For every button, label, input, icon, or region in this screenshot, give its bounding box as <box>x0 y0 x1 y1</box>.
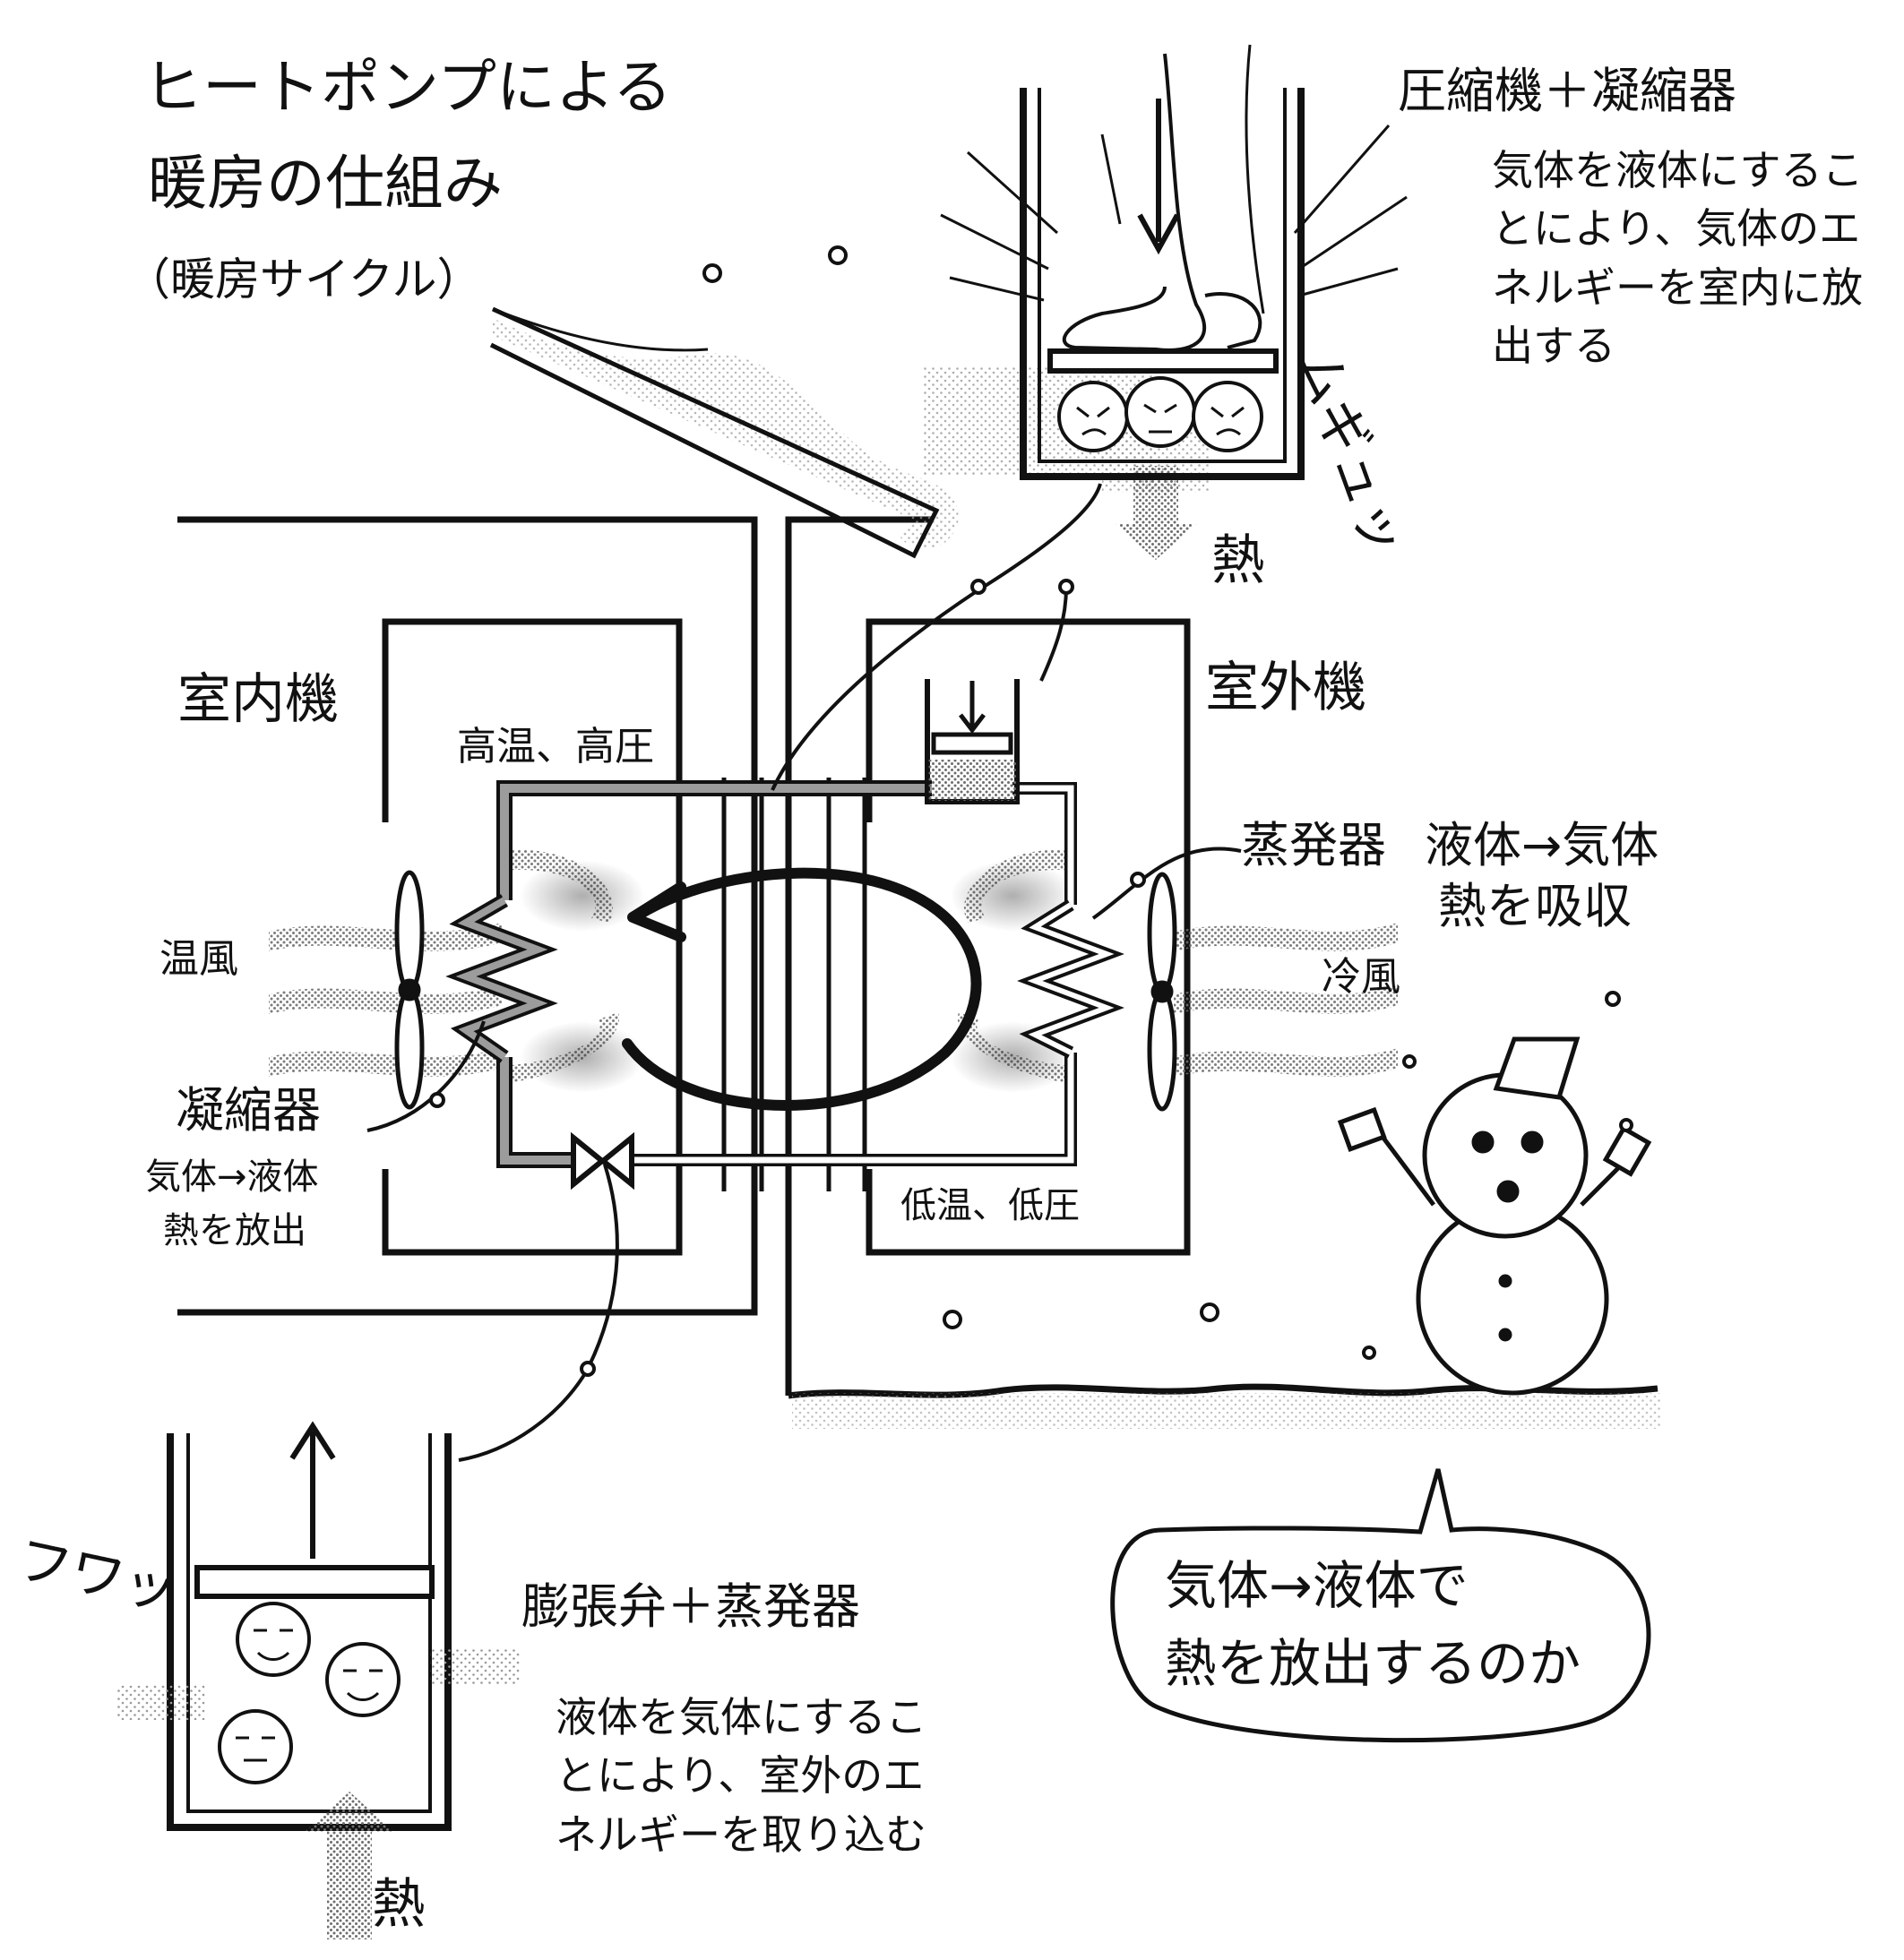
low-temp-label: 低温、低圧 <box>900 1185 1080 1226</box>
snowman <box>1337 1036 1652 1396</box>
speech-bubble-line2: 熱を放出するのか <box>1165 1633 1581 1694</box>
expansion-valve <box>571 1131 634 1191</box>
condenser-note-1: 気体→液体 <box>145 1156 319 1198</box>
cold-pipe <box>632 782 1077 1166</box>
evaporator-label: 蒸発器 <box>1241 817 1386 873</box>
expansion-panel-title: 膨張弁＋蒸発器 <box>521 1578 860 1635</box>
evaporator-coil <box>1017 899 1124 1059</box>
cold-air-label: 冷風 <box>1322 954 1400 1000</box>
hot-pipe <box>496 780 932 1168</box>
high-temp-label: 高温、高圧 <box>457 724 654 769</box>
warm-air-label: 温風 <box>159 936 238 982</box>
compressor-panel-title: 圧縮機＋凝縮器 <box>1398 63 1736 119</box>
leader-lines <box>366 483 1242 1462</box>
title-line1: ヒートポンプによる <box>143 53 673 122</box>
airflow-indoor <box>269 849 645 1093</box>
evaporator-note-1: 液体→気体 <box>1425 817 1659 873</box>
cycle-arrow <box>622 867 982 1111</box>
condenser-coil <box>445 894 558 1063</box>
partition-lines <box>721 778 867 1191</box>
molecule-face <box>325 1642 401 1717</box>
molecule-face <box>218 1709 293 1784</box>
speech-bubble <box>1110 1468 1651 1743</box>
molecule-face <box>1057 381 1129 452</box>
roof-slide <box>489 306 959 559</box>
molecule-face <box>1192 381 1263 452</box>
condenser-note-2: 熱を放出 <box>163 1210 306 1251</box>
outdoor-fan-icon <box>1147 872 1177 1112</box>
speech-bubble-line1: 気体→液体で <box>1165 1555 1469 1616</box>
indoor-unit-label: 室内機 <box>177 668 339 731</box>
heat-arrow-expansion <box>327 1832 372 1939</box>
compressor-panel <box>923 44 1408 560</box>
title-line2: 暖房の仕組み <box>148 149 503 218</box>
indoor-fan-icon <box>394 870 425 1110</box>
evaporator-note-2: 熱を吸収 <box>1438 878 1632 934</box>
compressor-small <box>925 679 1020 804</box>
ground-snow <box>792 1393 1661 1429</box>
condenser-label: 凝縮器 <box>176 1082 321 1139</box>
title-subtitle: （暖房サイクル） <box>125 254 482 305</box>
expansion-heat-label: 熱 <box>372 1873 426 1936</box>
compressor-panel-text: 気体を液体にすることにより、気体のエネルギーを室内に放出する <box>1492 146 1864 370</box>
compressor-heat-label: 熱 <box>1211 529 1265 592</box>
outdoor-unit-label: 室外機 <box>1205 657 1366 719</box>
snowflakes <box>702 245 1633 1360</box>
molecule-face <box>236 1602 311 1677</box>
airflow-outdoor <box>950 849 1398 1093</box>
expansion-panel <box>116 1421 520 1939</box>
expansion-panel-text: 液体を気体にすることにより、室外のエネルギーを取り込む <box>556 1693 927 1859</box>
molecule-face <box>1124 376 1196 448</box>
